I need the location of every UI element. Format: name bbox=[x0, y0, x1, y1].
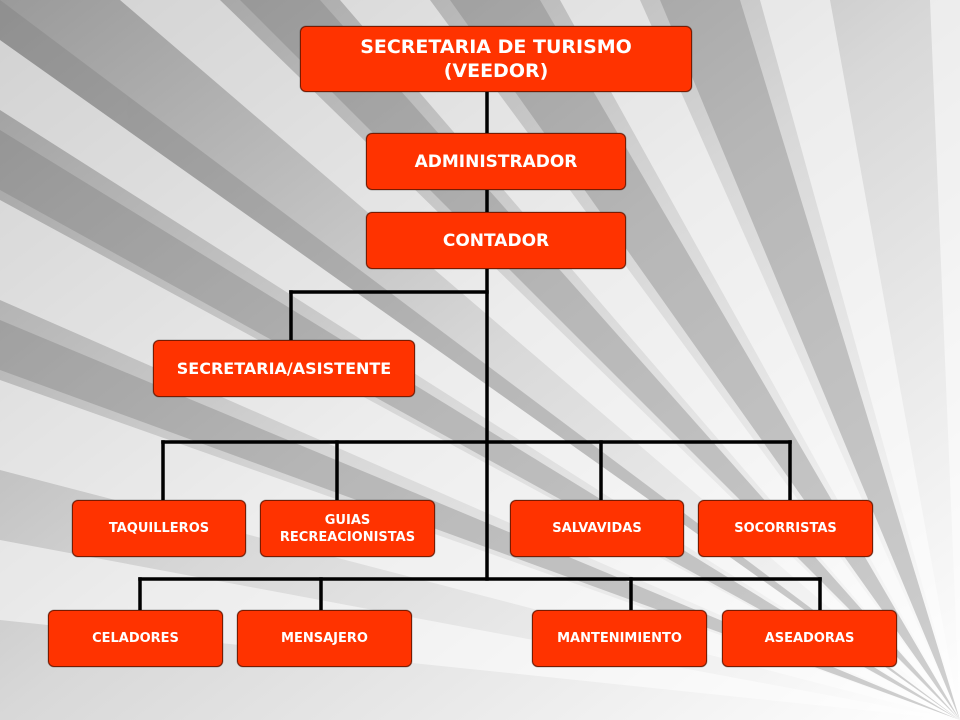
node-taquilleros-label: TAQUILLEROS bbox=[108, 521, 210, 536]
node-socorristas-label: SOCORRISTAS bbox=[734, 521, 837, 536]
node-secretaria-de-turismo: SECRETARIA DE TURISMO (VEEDOR) bbox=[300, 26, 692, 92]
node-contador: CONTADOR bbox=[366, 212, 626, 269]
node-celadores: CELADORES bbox=[48, 610, 223, 667]
node-contador-label: CONTADOR bbox=[442, 230, 550, 251]
node-mantenimiento: MANTENIMIENTO bbox=[532, 610, 707, 667]
node-taquilleros: TAQUILLEROS bbox=[72, 500, 246, 557]
node-mantenimiento-label: MANTENIMIENTO bbox=[557, 631, 682, 646]
node-secretaria-de-turismo-line1: SECRETARIA DE TURISMO bbox=[360, 36, 632, 58]
node-mensajero-label: MENSAJERO bbox=[281, 631, 368, 646]
node-salvavidas: SALVAVIDAS bbox=[510, 500, 684, 557]
node-guias-line2: RECREACIONISTAS bbox=[279, 529, 416, 545]
node-secretaria-asistente: SECRETARIA/ASISTENTE bbox=[153, 340, 415, 397]
node-aseadoras-label: ASEADORAS bbox=[764, 631, 855, 646]
node-guias-line1: GUIAS bbox=[324, 512, 371, 528]
node-administrador-label: ADMINISTRADOR bbox=[414, 151, 578, 172]
node-salvavidas-label: SALVAVIDAS bbox=[552, 521, 642, 536]
node-guias-recreacionistas: GUIAS RECREACIONISTAS bbox=[260, 500, 435, 557]
node-aseadoras: ASEADORAS bbox=[722, 610, 897, 667]
node-socorristas: SOCORRISTAS bbox=[698, 500, 873, 557]
node-secretaria-asistente-label: SECRETARIA/ASISTENTE bbox=[176, 359, 392, 378]
node-secretaria-de-turismo-line2: (VEEDOR) bbox=[443, 60, 549, 82]
node-celadores-label: CELADORES bbox=[92, 631, 179, 646]
node-mensajero: MENSAJERO bbox=[237, 610, 412, 667]
node-administrador: ADMINISTRADOR bbox=[366, 133, 626, 190]
